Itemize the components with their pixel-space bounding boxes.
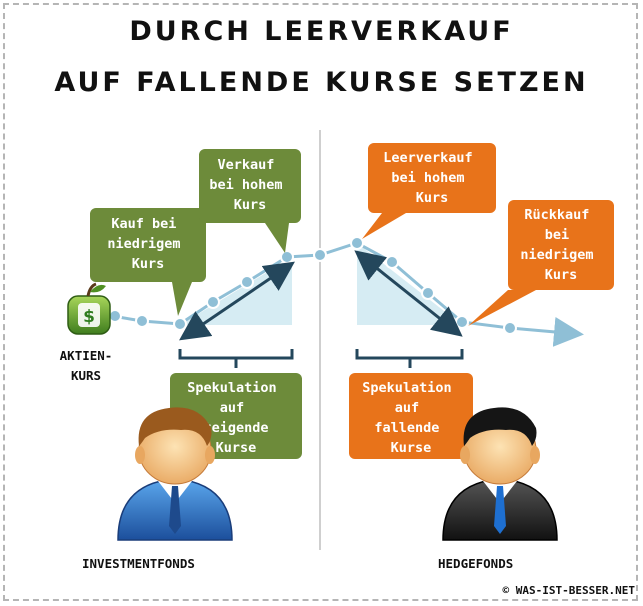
- price-point: [173, 317, 187, 331]
- rising-spec-line: Kurse: [216, 440, 257, 456]
- svg-text:Leerverkauf bei hohem: Leerverkauf bei hohem Kurs: [383, 150, 481, 206]
- svg-text:$: $: [83, 307, 95, 327]
- price-point: [350, 236, 364, 250]
- sell-callout: Verkauf bei hohem Kurs: [199, 149, 301, 253]
- price-point: [280, 250, 294, 264]
- falling-spec-line: Spekulation: [362, 380, 451, 396]
- falling-spec-line: auf: [395, 400, 419, 416]
- rise-arrow: [179, 261, 295, 341]
- buy-box-line: niedrigem: [107, 236, 180, 252]
- copyright-notice: © WAS-IST-BESSER.NET: [502, 584, 635, 597]
- falling-spec-line: Kurse: [391, 440, 432, 456]
- short-sell-callout: Leerverkauf bei hohem Kurs: [362, 143, 496, 239]
- money-apple-icon: $: [67, 282, 111, 335]
- buy-box-line: Kurs: [132, 256, 165, 272]
- dashed-frame: [3, 3, 638, 601]
- center-divider: [319, 130, 321, 550]
- right-bracket: [355, 349, 464, 368]
- rising-spec-line: auf: [220, 400, 244, 416]
- price-point: [206, 295, 220, 309]
- price-point: [135, 314, 149, 328]
- short-box-line: Kurs: [416, 190, 449, 206]
- investor-person-icon: [117, 407, 233, 541]
- falling-speculation-callout: Spekulation auf fallende Kurse: [349, 373, 473, 459]
- price-point: [313, 248, 327, 262]
- fall-arrow: [354, 250, 463, 337]
- hedgefonds-label: HEDGEFONDS: [438, 556, 514, 571]
- short-box-line: bei hohem: [391, 170, 464, 186]
- falling-spec-line: fallende: [374, 420, 439, 436]
- buyback-box-line: Kurs: [545, 267, 578, 283]
- sell-box-line: Kurs: [234, 197, 267, 213]
- buy-callout: Kauf bei niedrigem Kurs: [90, 208, 206, 316]
- title-line-2: AUF FALLENDE KURSE SETZEN: [54, 67, 589, 98]
- buyback-box-line: Rückkauf: [524, 207, 589, 223]
- sell-box-line: Verkauf: [217, 157, 274, 173]
- left-bracket: [178, 349, 294, 368]
- investmentfonds-label: INVESTMENTFONDS: [82, 556, 195, 571]
- svg-text:Rückkauf bei n: Rückkauf bei niedrigem Kurs: [520, 207, 601, 283]
- svg-text:Verkauf bei hohem: Verkauf bei hohem Kurs: [209, 157, 290, 213]
- svg-text:Spekulation auf: Spekulation auf fallende Kurse: [362, 380, 460, 456]
- price-point: [421, 286, 435, 300]
- price-point: [455, 315, 469, 329]
- buyback-callout: Rückkauf bei niedrigem Kurs: [468, 200, 614, 326]
- svg-text:Kauf bei niedrigem: Kauf bei niedrigem Kurs: [107, 216, 188, 272]
- rising-spec-line: steigende: [195, 420, 268, 436]
- price-point: [385, 255, 399, 269]
- price-point: [108, 309, 122, 323]
- rising-spec-line: Spekulation: [187, 380, 276, 396]
- price-point: [240, 275, 254, 289]
- stock-price-label: AKTIEN- KURS: [46, 346, 126, 386]
- buy-box-line: Kauf bei: [111, 216, 176, 232]
- price-point: [503, 321, 517, 335]
- stock-label-line: KURS: [70, 368, 102, 383]
- title-line-1: DURCH LEERVERKAUF: [129, 16, 514, 47]
- stock-label-line: AKTIEN-: [59, 348, 113, 363]
- buyback-box-line: niedrigem: [520, 247, 593, 263]
- sell-box-line: bei hohem: [209, 177, 282, 193]
- buyback-box-line: bei: [545, 227, 569, 243]
- short-box-line: Leerverkauf: [383, 150, 472, 166]
- svg-text:Spekulation auf: Spekulation auf steigende Kurse: [187, 380, 285, 456]
- hedgefund-person-icon: [442, 407, 558, 541]
- fall-triangle: [357, 243, 462, 325]
